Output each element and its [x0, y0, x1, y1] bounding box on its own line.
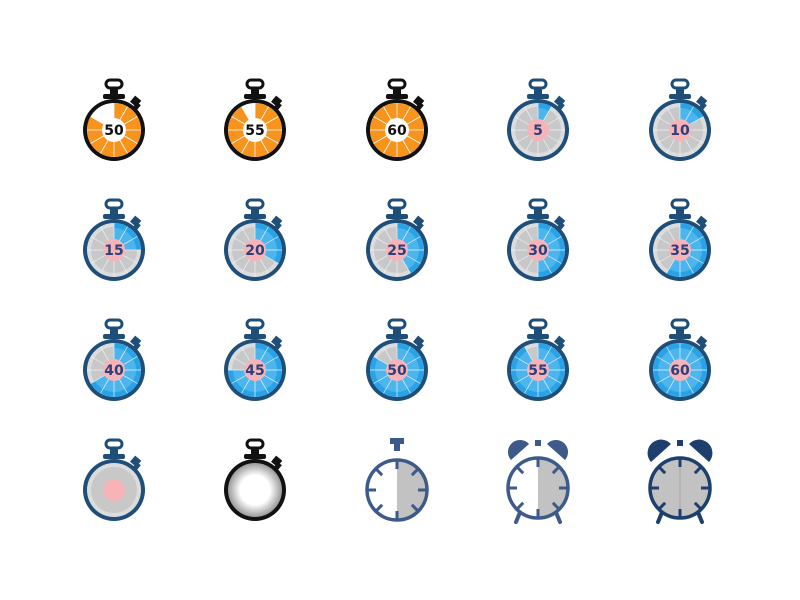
timer-number-label: 5 [533, 123, 543, 139]
stopwatch-icon-blue-15: 15 [69, 190, 159, 290]
stopwatch-graphic: 50 [366, 318, 428, 401]
timer-number-label: 15 [104, 243, 123, 259]
timer-number-label: 40 [104, 363, 124, 379]
stopwatch-graphic: 30 [507, 198, 569, 281]
stopwatch-graphic [83, 438, 145, 521]
stopwatch-graphic: 55 [224, 78, 286, 161]
stopwatch-icon-blue-empty [69, 430, 159, 530]
stopwatch-graphic: 15 [83, 198, 145, 281]
alarm-clock-graphic [647, 439, 713, 524]
stopwatch-graphic: 60 [366, 78, 428, 161]
timer-number-label: 50 [387, 363, 407, 379]
stopwatch-graphic: 20 [224, 198, 286, 281]
stopwatch-icon-flat [352, 430, 442, 530]
alarm-clock-icon-outline [493, 430, 583, 530]
timer-number-label: 45 [245, 363, 264, 379]
timer-number-label: 55 [528, 363, 547, 379]
stopwatch-icon-black-orange-60: 60 [352, 70, 442, 170]
stopwatch-icon-blue-5: 5 [493, 70, 583, 170]
stopwatch-graphic: 55 [507, 318, 569, 401]
stopwatch-icon-blue-50: 50 [352, 310, 442, 410]
stopwatch-icon-blue-30: 30 [493, 190, 583, 290]
stopwatch-icon-blue-35: 35 [635, 190, 725, 290]
stopwatch-icon-black-orange-55: 55 [210, 70, 300, 170]
stopwatch-graphic: 60 [649, 318, 711, 401]
alarm-clock-icon-solid [635, 430, 725, 530]
stopwatch-graphic: 45 [224, 318, 286, 401]
stopwatch-graphic [365, 438, 429, 522]
stopwatch-icon-blue-10: 10 [635, 70, 725, 170]
stopwatch-graphic [224, 438, 286, 521]
stopwatch-graphic: 25 [366, 198, 428, 281]
stopwatch-icon-black-orange-50: 50 [69, 70, 159, 170]
timer-number-label: 35 [670, 243, 689, 259]
timer-number-label: 25 [387, 243, 406, 259]
stopwatch-graphic: 10 [649, 78, 711, 161]
timer-number-label: 20 [245, 243, 265, 259]
stopwatch-icon-blue-55: 55 [493, 310, 583, 410]
alarm-clock-graphic [506, 439, 570, 524]
stopwatch-icon-blue-40: 40 [69, 310, 159, 410]
stopwatch-graphic: 40 [83, 318, 145, 401]
timer-number-label: 60 [387, 123, 407, 139]
timer-number-label: 50 [104, 123, 124, 139]
progress-fill [397, 461, 426, 519]
timer-number-label: 60 [670, 363, 690, 379]
progress-fill [538, 459, 567, 517]
stopwatch-icon-blue-60: 60 [635, 310, 725, 410]
stopwatch-icon-blue-25: 25 [352, 190, 442, 290]
stopwatch-graphic: 50 [83, 78, 145, 161]
stopwatch-icon-blue-20: 20 [210, 190, 300, 290]
stopwatch-graphic: 5 [507, 78, 569, 161]
stopwatch-graphic: 35 [649, 198, 711, 281]
timer-number-label: 30 [528, 243, 548, 259]
timer-number-label: 10 [670, 123, 690, 139]
stopwatch-icon-black-blank [210, 430, 300, 530]
stopwatch-icon-blue-45: 45 [210, 310, 300, 410]
timer-number-label: 55 [245, 123, 264, 139]
